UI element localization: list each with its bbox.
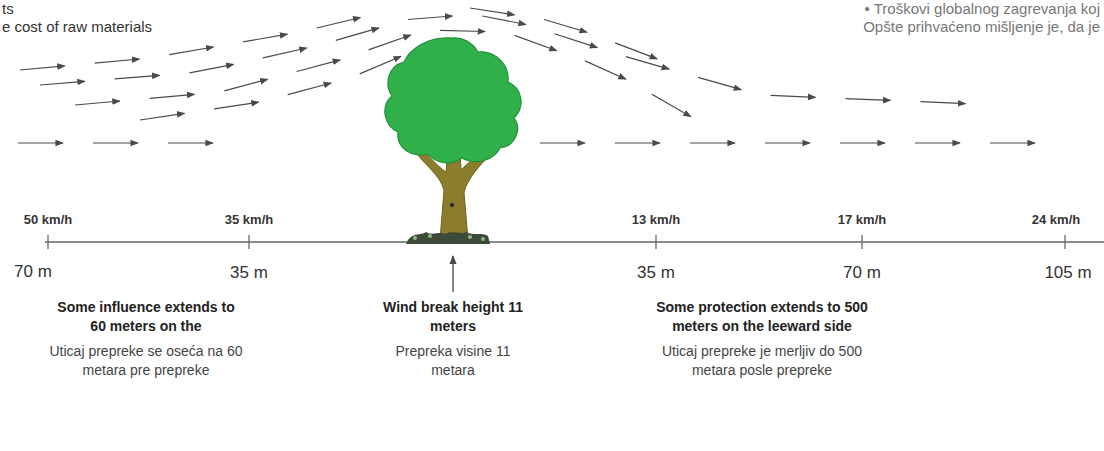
wind-arrow	[190, 64, 234, 73]
caption-heading: Some influence extends to 60 meters on t…	[51, 298, 241, 336]
wind-arrow	[915, 142, 960, 143]
wind-arrow	[115, 75, 160, 79]
wind-arrow	[698, 77, 741, 89]
tree	[385, 38, 521, 244]
wind-arrow	[243, 34, 287, 42]
wind-arrow	[846, 99, 891, 101]
wind-arrow	[585, 61, 626, 79]
caption-heading: Some protection extends to 500 meters on…	[637, 298, 887, 336]
wind-arrow	[540, 142, 585, 143]
wind-arrow	[75, 101, 120, 105]
wind-arrow	[288, 83, 332, 95]
wind-arrow	[690, 142, 735, 143]
wind-arrow	[140, 113, 185, 120]
wind-speed: 24 km/h	[1032, 212, 1080, 227]
cropped-text: Opšte prihvaćeno mišljenje je, da je	[863, 18, 1100, 35]
wind-arrow	[470, 8, 515, 15]
wind-arrow	[771, 95, 816, 97]
wind-speed: 35 km/h	[225, 212, 273, 227]
wind-arrow	[93, 142, 138, 143]
wind-arrow	[555, 34, 598, 48]
wind-arrow	[615, 43, 657, 59]
distance-label: 35 m	[637, 263, 675, 283]
distance-label: 70 m	[14, 262, 52, 282]
wind-arrow	[40, 81, 85, 85]
wind-arrow	[95, 59, 140, 63]
wind-speed: 17 km/h	[838, 212, 886, 227]
wind-arrow	[369, 35, 411, 50]
cropped-text: • Troškovi globalnog zagrevanja koj	[865, 0, 1100, 17]
wind-arrow	[544, 20, 587, 33]
wind-arrow	[214, 102, 259, 109]
caption-text: Uticaj prepreke je merljiv do 500 metara…	[647, 342, 877, 380]
wind-arrow	[990, 142, 1035, 143]
caption-heading: Wind break height 11 meters	[383, 298, 523, 336]
wind-arrow	[440, 30, 485, 31]
caption-text: Prepreka visine 11 metara	[388, 342, 518, 380]
cropped-text: e cost of raw materials	[2, 18, 152, 35]
distance-label: 105 m	[1044, 263, 1091, 283]
wind-arrow	[20, 66, 65, 70]
cropped-text: ts	[2, 0, 14, 17]
wind-arrow	[482, 16, 526, 25]
wind-speed: 13 km/h	[632, 212, 680, 227]
distance-axis	[45, 241, 1104, 242]
wind-arrow	[840, 142, 885, 143]
wind-arrow	[150, 94, 195, 98]
wind-arrow	[408, 16, 453, 20]
axis-ticks	[48, 235, 1065, 249]
wind-arrow	[224, 79, 267, 91]
wind-arrow	[168, 142, 213, 143]
wind-arrow	[765, 142, 810, 143]
wind-arrow	[515, 35, 557, 50]
distance-label: 35 m	[230, 263, 268, 283]
distance-label: 70 m	[843, 263, 881, 283]
caption-text: Uticaj prepreke se oseća na 60 metara pr…	[46, 342, 246, 380]
wind-arrow	[297, 60, 341, 72]
wind-arrow	[169, 47, 213, 55]
wind-arrow	[336, 28, 379, 41]
wind-arrow	[626, 57, 669, 69]
pointer-arrow	[452, 256, 453, 292]
wind-arrow	[317, 18, 361, 29]
wind-speed: 50 km/h	[24, 212, 72, 227]
wind-arrow	[18, 142, 63, 143]
wind-arrow	[652, 94, 691, 117]
wind-arrow	[920, 102, 965, 104]
wind-arrow	[263, 48, 307, 58]
wind-arrow	[615, 142, 660, 143]
